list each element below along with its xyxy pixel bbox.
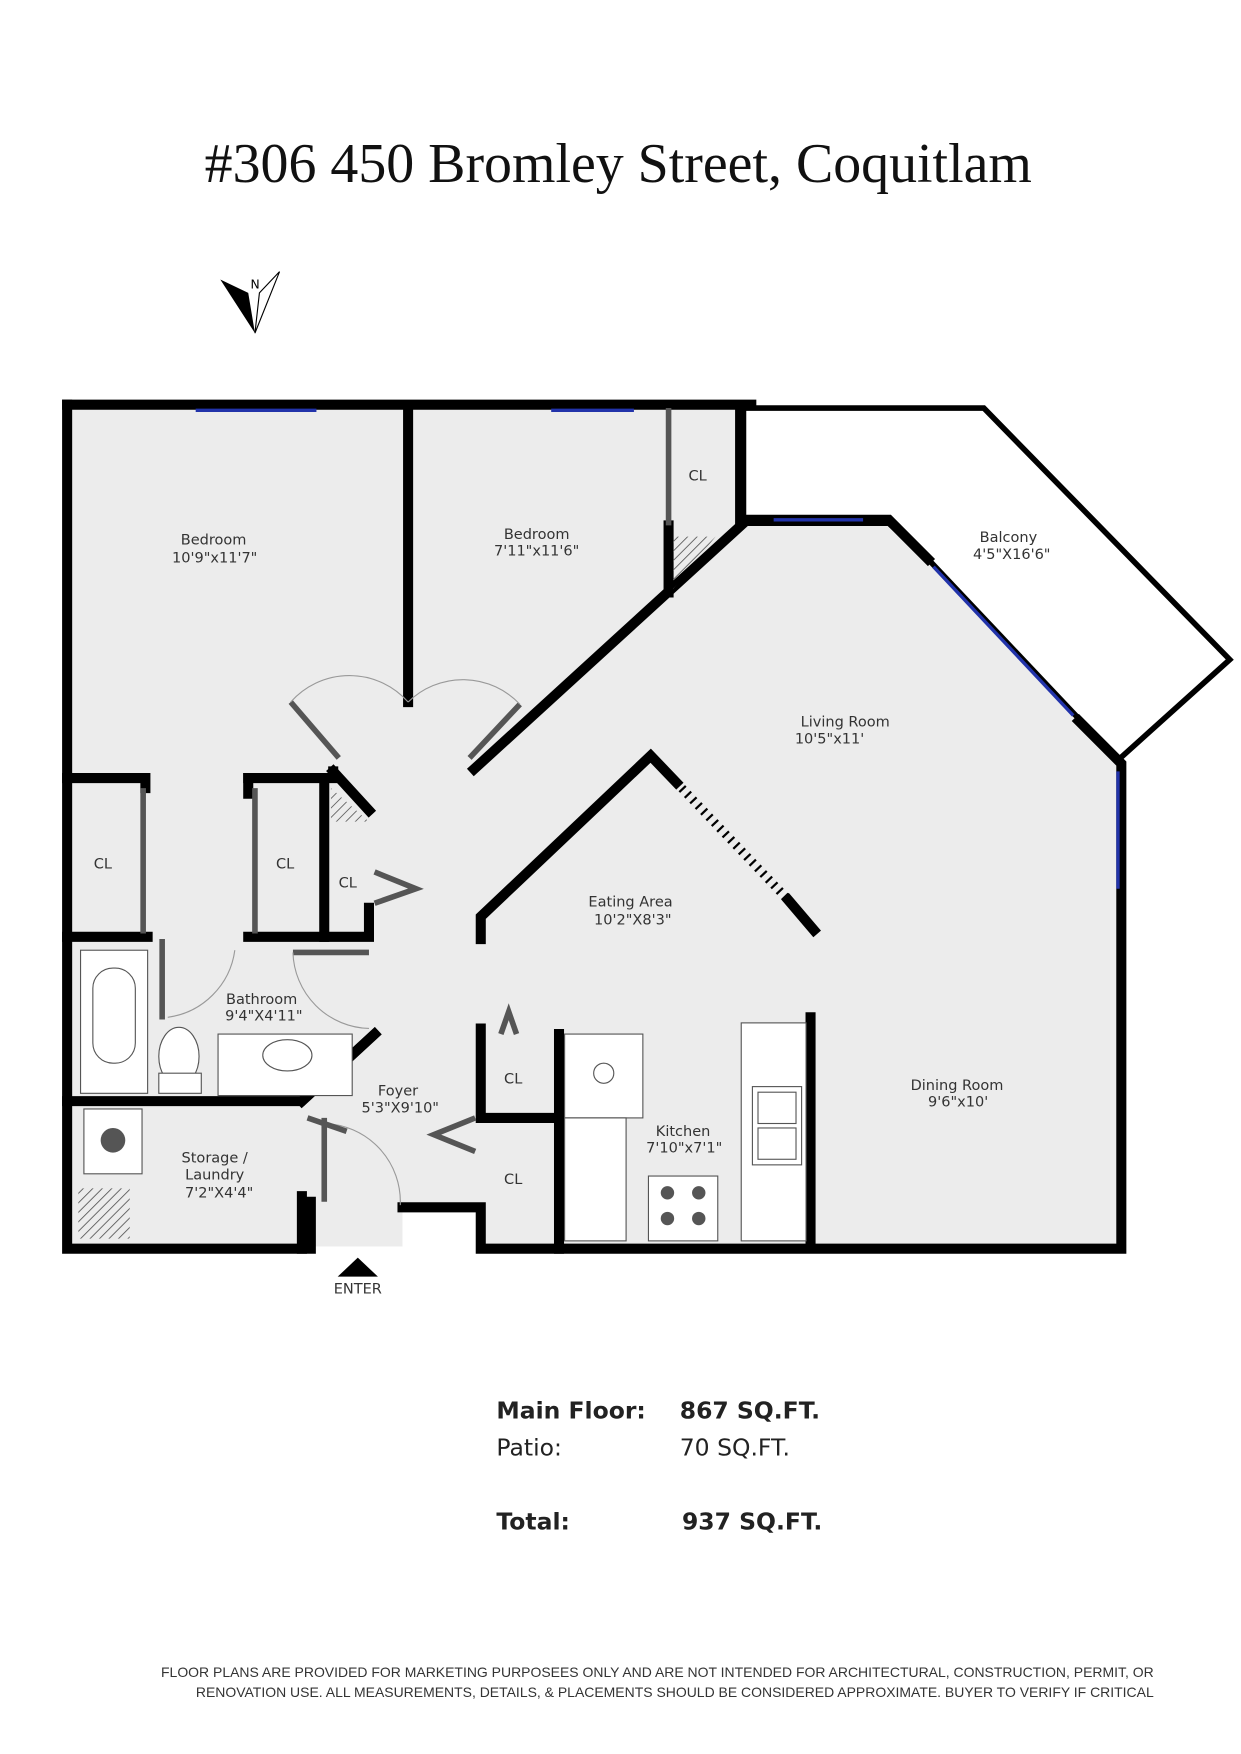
disclaimer: FLOOR PLANS ARE PROVIDED FOR MARKETING P… [161, 1664, 1154, 1700]
stove-icon [647, 1175, 719, 1242]
room-size: 9'4"X4'11" [225, 1009, 302, 1025]
room-size: 7'11"x11'6" [494, 544, 579, 560]
room-name: Dining Room [911, 1078, 1004, 1094]
room-name: Eating Area [588, 895, 672, 911]
room-name: Foyer [378, 1084, 418, 1100]
room-name: Balcony [980, 530, 1038, 546]
washer-icon [83, 1108, 143, 1175]
main-floor-label: Main Floor: [496, 1397, 645, 1425]
toilet-icon [158, 1026, 202, 1094]
room-size: 10'5"x11' [795, 731, 864, 747]
enter-label: ENTER [334, 1281, 382, 1297]
doors [140, 408, 672, 1206]
svg-text:N: N [250, 277, 259, 291]
closet-label: CL [689, 469, 708, 485]
main-floor-value: 867 SQ.FT. [680, 1397, 820, 1425]
kitchen-counter [564, 1117, 627, 1242]
closet-label: CL [276, 857, 295, 873]
room-size: 5'3"X9'10" [362, 1100, 439, 1116]
room-size: 10'9"x11'7" [172, 550, 257, 566]
room-name: Kitchen [656, 1124, 711, 1140]
total-value: 937 SQ.FT. [682, 1507, 822, 1535]
fridge-icon [564, 1033, 644, 1119]
room-name: Bedroom [504, 527, 570, 543]
entry-arrow-icon [337, 1257, 378, 1277]
svg-text:FLOOR PLANS ARE PROVIDED FOR M: FLOOR PLANS ARE PROVIDED FOR MARKETING P… [161, 1664, 1154, 1680]
room-size: 7'2"X4'4" [185, 1185, 253, 1201]
room-size: 9'6"x10' [928, 1095, 988, 1111]
room-size: 4'5"X16'6" [973, 547, 1050, 563]
room-size: 10'2"X8'3" [594, 913, 671, 929]
compass-icon: N [220, 271, 281, 334]
fixtures [79, 949, 807, 1242]
hatched-areas [78, 536, 792, 1239]
windows [195, 408, 1120, 889]
room-name: Laundry [185, 1167, 245, 1183]
total-label: Total: [496, 1507, 570, 1535]
kitchen-sink-icon [751, 1086, 803, 1166]
closet-label: CL [504, 1071, 523, 1087]
patio-value: 70 SQ.FT. [680, 1434, 790, 1462]
closet-label: CL [94, 857, 113, 873]
closet-label: CL [504, 1172, 523, 1188]
room-size: 7'10"x7'1" [646, 1141, 722, 1157]
area-summary: Main Floor: 867 SQ.FT. Patio: 70 SQ.FT. … [496, 1397, 822, 1536]
room-name: Living Room [801, 715, 890, 731]
room-labels: Bedroom 10'9"x11'7" Bedroom 7'11"x11'6" … [94, 469, 1051, 1202]
bathtub-icon [79, 949, 149, 1094]
room-name: Storage / [182, 1151, 248, 1167]
sink-icon [217, 1033, 353, 1097]
closet-label: CL [339, 876, 358, 892]
patio-label: Patio: [496, 1434, 561, 1462]
room-name: Bedroom [181, 532, 247, 548]
entrance-marker: ENTER [334, 1257, 382, 1297]
page-title: #306 450 Bromley Street, Coquitlam [205, 133, 1032, 195]
svg-text:RENOVATION USE. ALL MEASUREMEN: RENOVATION USE. ALL MEASUREMENTS, DETAIL… [196, 1684, 1154, 1700]
room-name: Bathroom [226, 992, 297, 1008]
